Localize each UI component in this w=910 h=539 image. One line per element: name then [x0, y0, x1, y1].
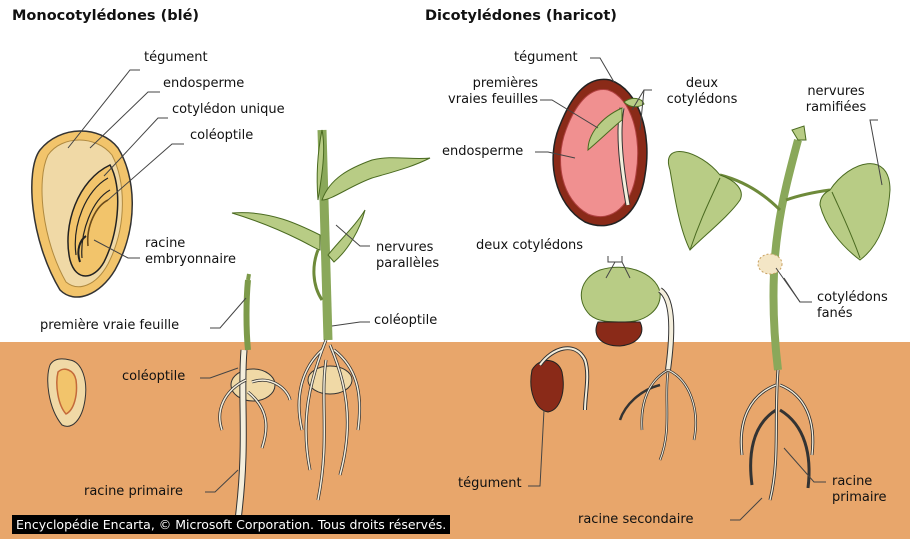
label-deux-cotyledons-seed-line2: cotylédons — [650, 92, 754, 108]
label-cotyledons-fanes-line1: cotylédons — [817, 290, 888, 306]
label-cotyledons-fanes-line2: fanés — [817, 306, 888, 322]
title-monocotyledones: Monocotylédones (blé) — [12, 8, 199, 24]
copyright-credit: Encyclopédie Encarta, © Microsoft Corpor… — [12, 515, 450, 534]
label-premiere-vraie-feuille: première vraie feuille — [40, 318, 179, 334]
label-premieres-vraies-feuilles: premières vraies feuilles — [448, 76, 538, 108]
label-nervures-paralleles-line2: parallèles — [376, 256, 439, 272]
label-mono-endosperme: endosperme — [163, 76, 244, 92]
label-deux-cotyledons-seed-line1: deux — [650, 76, 754, 92]
label-cotyledon-unique: cotylédon unique — [172, 102, 285, 118]
label-di-tegument: tégument — [514, 50, 578, 66]
label-premieres-vraies-feuilles-line2: vraies feuilles — [448, 92, 538, 108]
label-tegument-bottom: tégument — [458, 476, 522, 492]
label-racine-primaire-di-line2: primaire — [832, 490, 887, 506]
label-nervures-ramifiees-line2: ramifiées — [796, 100, 876, 116]
label-nervures-ramifiees-line1: nervures — [796, 84, 876, 100]
label-racine-secondaire: racine secondaire — [578, 512, 693, 528]
label-di-endosperme: endosperme — [442, 144, 523, 160]
label-racine-primaire-di: racine primaire — [832, 474, 887, 506]
label-racine-embryonnaire-line2: embryonnaire — [145, 252, 236, 268]
label-cotyledons-fanes: cotylédons fanés — [817, 290, 888, 322]
label-mono-tegument: tégument — [144, 50, 208, 66]
label-racine-embryonnaire-line1: racine — [145, 236, 236, 252]
label-nervures-paralleles-line1: nervures — [376, 240, 439, 256]
label-nervures-paralleles: nervures parallèles — [376, 240, 439, 272]
label-deux-cotyledons-seed: deux cotylédons — [650, 76, 754, 108]
title-dicotyledones: Dicotylédones (haricot) — [425, 8, 617, 24]
label-deux-cotyledons-sprout: deux cotylédons — [476, 238, 583, 254]
bean-seed-section — [553, 79, 647, 225]
label-nervures-ramifiees: nervures ramifiées — [796, 84, 876, 116]
label-coleoptile-seed: coléoptile — [190, 128, 253, 144]
label-racine-embryonnaire: racine embryonnaire — [145, 236, 236, 268]
label-premieres-vraies-feuilles-line1: premières — [448, 76, 538, 92]
label-coleoptile-plant: coléoptile — [374, 313, 437, 329]
label-racine-primaire-di-line1: racine — [832, 474, 887, 490]
wheat-grain-section — [32, 131, 132, 297]
label-coleoptile-soil: coléoptile — [122, 369, 185, 385]
label-racine-primaire-mono: racine primaire — [84, 484, 183, 500]
